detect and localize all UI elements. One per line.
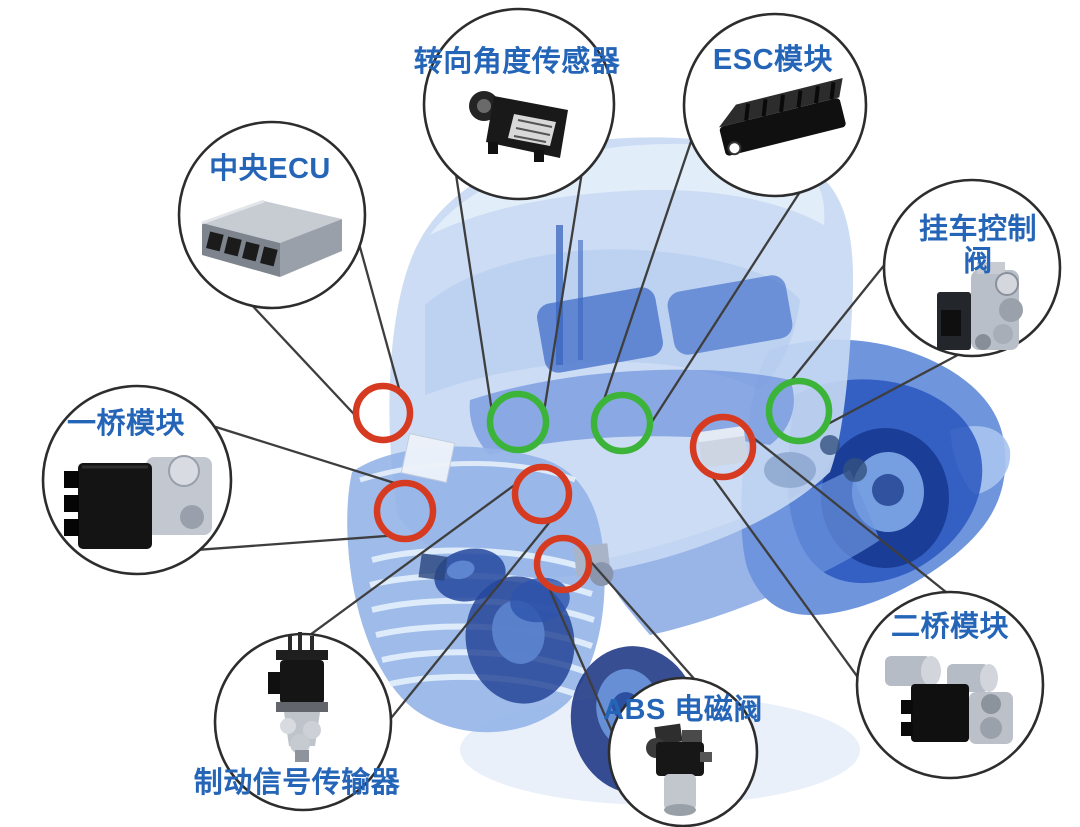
rear-wheel-hub <box>872 474 904 506</box>
brake-chamber-2 <box>843 458 867 482</box>
callout-lines <box>200 140 959 732</box>
truck-chassis-beam <box>600 470 880 635</box>
callout-line-brake-signal-transmitter <box>390 518 553 720</box>
trailer-control-valve-photo <box>937 262 1023 350</box>
marker-circle-esc-module <box>590 391 654 455</box>
marker-circle-central-ecu <box>352 382 414 444</box>
esc-module-photo <box>718 77 846 156</box>
callout-line-esc-module <box>602 140 693 403</box>
central-ecu-photo <box>201 199 342 277</box>
marker-circle-trailer-control-valve <box>765 377 833 445</box>
chassis-module-box <box>697 425 749 469</box>
abs-solenoid-valve-photo <box>646 723 712 816</box>
axle2-module-photo <box>885 656 1013 744</box>
callout-line-steering-angle-sensor <box>454 175 494 412</box>
callout-line-axle1-module <box>200 534 392 551</box>
callout-line-central-ecu <box>358 245 402 393</box>
callout-line-brake-signal-transmitter <box>310 481 519 636</box>
axle1-module-photo <box>64 455 212 549</box>
truck-seat-left <box>537 287 663 373</box>
air-tank-1 <box>434 548 506 602</box>
callout-line-steering-angle-sensor <box>542 175 583 412</box>
steering-angle-sensor-photo <box>469 91 568 162</box>
brake-chamber-1 <box>820 435 840 455</box>
marker-circle-axle1-module <box>373 479 437 543</box>
component-photos <box>64 77 1023 816</box>
callout-line-esc-module <box>648 192 801 426</box>
truck-seat-right <box>667 275 793 355</box>
truck-mast-2 <box>578 240 583 360</box>
small-dark-box <box>418 553 448 581</box>
marker-circle-steering-angle-sensor <box>486 390 550 454</box>
callout-line-trailer-control-valve <box>824 353 959 427</box>
truck-mast-1 <box>556 225 563 365</box>
marker-circle-brake-signal-transmitter <box>511 463 573 525</box>
callout-line-axle2-module <box>709 473 859 678</box>
mirror-step-box <box>400 433 456 483</box>
marker-circles <box>352 377 833 594</box>
callout-line-abs-solenoid-valve <box>546 584 613 732</box>
callout-line-abs-solenoid-valve <box>587 558 696 680</box>
callout-line-central-ecu <box>251 305 358 418</box>
marker-circle-abs-solenoid-valve <box>533 534 593 594</box>
marker-circle-axle2-module <box>689 413 757 481</box>
callout-line-axle1-module <box>213 425 399 486</box>
callout-line-trailer-control-valve <box>788 264 885 384</box>
brake-signal-transmitter-photo <box>268 632 328 762</box>
callout-line-axle2-module <box>750 434 947 593</box>
